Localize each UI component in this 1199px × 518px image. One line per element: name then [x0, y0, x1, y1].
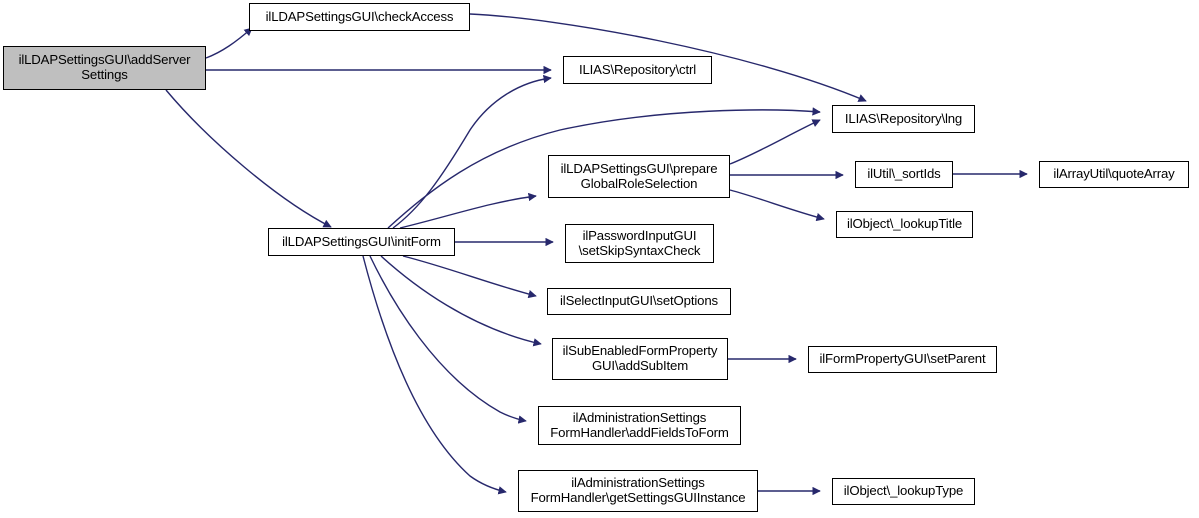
- graph-node-addServerSettings[interactable]: ilLDAPSettingsGUI\addServer Settings: [3, 46, 206, 90]
- graph-node-lookupType[interactable]: ilObject\_lookupType: [832, 478, 975, 505]
- graph-node-ctrl[interactable]: ILIAS\Repository\ctrl: [563, 56, 712, 84]
- call-edge-prepareGlobalRoleSelection-to-lng: [729, 119, 821, 165]
- graph-node-addSubItem[interactable]: ilSubEnabledFormProperty GUI\addSubItem: [552, 338, 728, 380]
- call-edge-initForm-to-prepareGlobalRoleSelection: [399, 192, 537, 229]
- graph-node-initForm[interactable]: ilLDAPSettingsGUI\initForm: [268, 228, 455, 256]
- graph-node-getSettingsGUIInstance[interactable]: ilAdministrationSettings FormHandler\get…: [518, 470, 758, 512]
- graph-node-prepareGlobalRoleSelection[interactable]: ilLDAPSettingsGUI\prepare GlobalRoleSele…: [548, 155, 730, 198]
- graph-node-label-lng: ILIAS\Repository\lng: [844, 110, 963, 126]
- graph-node-label-checkAccess: ilLDAPSettingsGUI\checkAccess: [265, 8, 454, 24]
- graph-node-addFieldsToForm[interactable]: ilAdministrationSettings FormHandler\add…: [538, 406, 741, 445]
- graph-node-label-addFieldsToForm: ilAdministrationSettings FormHandler\add…: [550, 409, 729, 440]
- call-edge-addServerSettings-to-checkAccess: [205, 27, 253, 59]
- graph-node-label-setParent: ilFormPropertyGUI\setParent: [819, 351, 986, 367]
- call-edge-addServerSettings-to-initForm: [165, 89, 332, 228]
- call-edge-prepareGlobalRoleSelection-to-lookupTitle: [729, 189, 825, 222]
- graph-node-label-prepareGlobalRoleSelection: ilLDAPSettingsGUI\prepare GlobalRoleSele…: [560, 160, 718, 191]
- graph-node-setSkipSyntaxCheck[interactable]: ilPasswordInputGUI \setSkipSyntaxCheck: [565, 224, 714, 263]
- call-edge-initForm-to-ctrl: [392, 74, 552, 229]
- call-edge-initForm-to-setOptions: [402, 255, 537, 299]
- graph-node-label-lookupTitle: ilObject\_lookupTitle: [846, 216, 963, 232]
- graph-node-label-setSkipSyntaxCheck: ilPasswordInputGUI \setSkipSyntaxCheck: [578, 227, 701, 258]
- graph-node-lng[interactable]: ILIAS\Repository\lng: [832, 105, 975, 133]
- graph-node-label-quoteArray: ilArrayUtil\quoteArray: [1053, 166, 1175, 182]
- call-edge-initForm-to-addFieldsToForm: [369, 255, 527, 424]
- graph-node-label-getSettingsGUIInstance: ilAdministrationSettings FormHandler\get…: [530, 475, 746, 505]
- call-edge-initForm-to-addSubItem: [380, 255, 542, 347]
- graph-node-label-addSubItem: ilSubEnabledFormProperty GUI\addSubItem: [562, 343, 718, 373]
- graph-node-label-addServerSettings: ilLDAPSettingsGUI\addServer Settings: [18, 52, 191, 82]
- graph-node-label-setOptions: ilSelectInputGUI\setOptions: [560, 293, 718, 309]
- call-edge-initForm-to-getSettingsGUIInstance: [362, 255, 507, 495]
- graph-node-sortIds[interactable]: ilUtil\_sortIds: [855, 161, 953, 188]
- graph-node-lookupTitle[interactable]: ilObject\_lookupTitle: [836, 211, 973, 238]
- graph-node-label-ctrl: ILIAS\Repository\ctrl: [578, 61, 697, 77]
- graph-node-quoteArray[interactable]: ilArrayUtil\quoteArray: [1039, 161, 1189, 188]
- graph-node-label-sortIds: ilUtil\_sortIds: [867, 166, 941, 182]
- graph-node-setOptions[interactable]: ilSelectInputGUI\setOptions: [547, 288, 731, 315]
- graph-node-label-initForm: ilLDAPSettingsGUI\initForm: [282, 233, 441, 249]
- graph-node-label-lookupType: ilObject\_lookupType: [843, 483, 964, 499]
- graph-node-setParent[interactable]: ilFormPropertyGUI\setParent: [808, 346, 997, 373]
- graph-node-checkAccess[interactable]: ilLDAPSettingsGUI\checkAccess: [249, 3, 470, 31]
